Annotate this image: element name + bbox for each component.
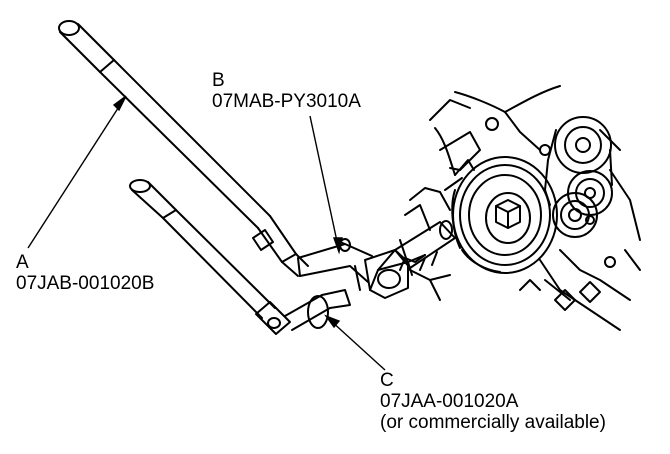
hex-socket [394, 220, 456, 276]
callout-a: A 07JAB-001020B [16, 252, 154, 294]
callout-c: C 07JAA-001020A (or commercially availab… [380, 370, 606, 433]
callout-b-letter: B [212, 70, 225, 91]
drive-belt-edge [609, 149, 613, 186]
tool-a-breaker-bar [58, 20, 309, 277]
callout-b: B 07MAB-PY3010A [212, 70, 361, 112]
callout-c-letter: C [380, 370, 394, 391]
leader-line-a [27, 95, 127, 249]
callout-a-part-number: 07JAB-001020B [16, 273, 155, 294]
callout-c-part-number: 07JAA-001020A [380, 391, 519, 412]
callout-b-part-number: 07MAB-PY3010A [212, 91, 361, 112]
crankshaft-pulley [451, 156, 558, 274]
tool-c-handle [129, 179, 351, 335]
idler-pulley-lower [552, 192, 598, 238]
socket-extension [407, 254, 426, 263]
callout-a-letter: A [16, 252, 29, 273]
leader-line-b [309, 115, 343, 255]
idler-pulley-upper [554, 116, 612, 174]
leader-line-c [324, 314, 386, 371]
tensioner-bracket [439, 131, 481, 191]
callout-c-note: (or commercially available) [380, 412, 606, 433]
tool-b-adapter [297, 238, 409, 299]
pulley-bolt [495, 199, 521, 229]
